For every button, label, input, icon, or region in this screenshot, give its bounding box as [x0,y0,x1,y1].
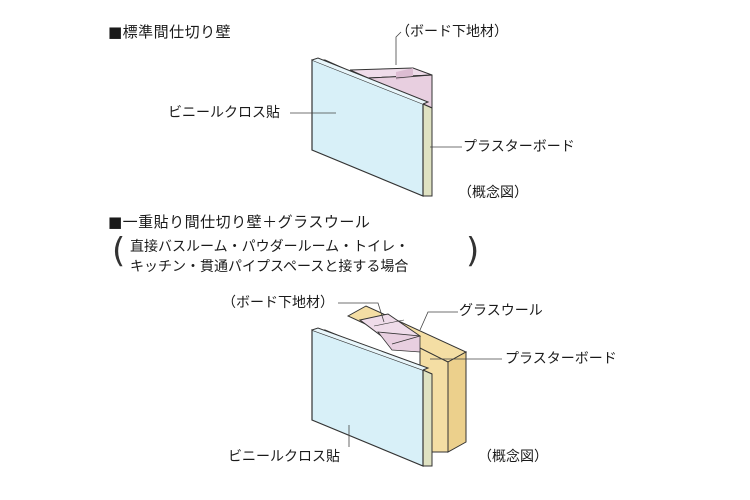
diagram2-heading: ■一重貼り間仕切り壁＋グラスウール [108,213,371,231]
diagram1-label-board: プラスターボード [463,139,575,155]
diagram2-label-board: プラスターボード [505,351,617,367]
diagram2-note-line2: キッチン・貫通パイプスペースと接する場合 [130,259,409,275]
diagram2-leader-glasswool [419,311,458,331]
diagram2-glasswool-side [447,351,467,453]
diagram1-label-stud: （ボード下地材） [396,24,508,40]
diagram1-vinyl-cloth-face [311,59,424,197]
diagram2-plaster-board-edge [422,369,433,467]
diagram1-heading: ■標準間仕切り壁 [108,23,232,41]
diagram2-leader-stud [338,302,385,323]
diagram1-leader-stud [395,31,402,65]
diagram2-note-line1: 直接バスルーム・パウダールーム・トイレ・ [130,239,410,255]
note-open-paren: ( [112,231,126,271]
diagram1-wall [290,31,462,197]
diagram2-caption: （概念図） [478,449,548,465]
note-close-paren: ) [466,231,480,271]
diagram1-caption: （概念図） [458,185,528,201]
diagram2-label-vinyl: ビニールクロス貼 [228,449,340,465]
diagram2-label-stud: （ボード下地材） [222,295,334,311]
diagram2-wall [311,302,502,467]
diagram1-plaster-board-edge [422,103,433,197]
diagram2-label-glasswool: グラスウール [459,303,543,319]
diagram1-label-vinyl: ビニールクロス貼 [168,105,280,121]
